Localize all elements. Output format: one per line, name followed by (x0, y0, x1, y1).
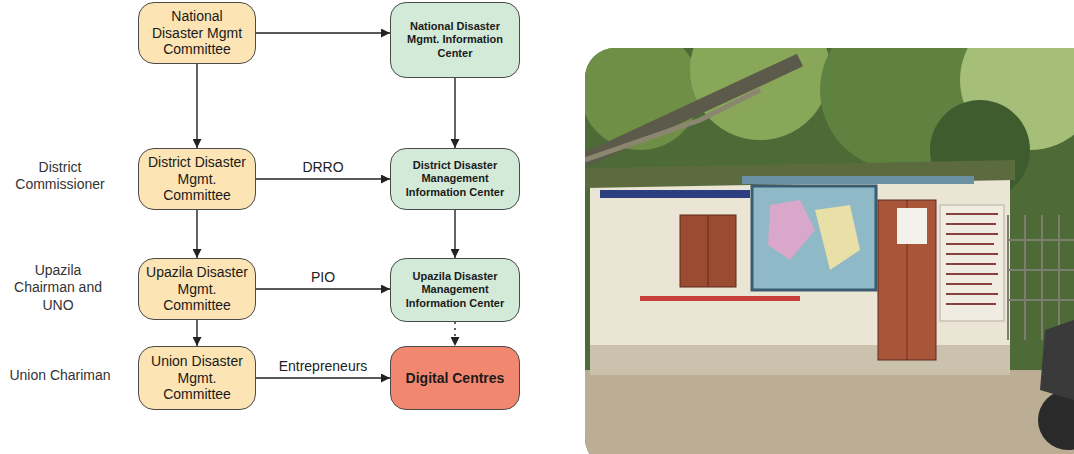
notice-board (752, 186, 876, 290)
building-wall (590, 172, 1010, 375)
role-label: Upazila Chairman and UNO (4, 262, 112, 315)
map-shape (768, 200, 815, 260)
tree-branch (585, 90, 760, 160)
window-split (708, 215, 709, 287)
door-notice (897, 208, 927, 244)
connector-arrow (256, 288, 390, 289)
window-shutter (680, 215, 736, 287)
wall-base (590, 345, 1010, 375)
connector-arrow (196, 320, 197, 346)
node-label: Upazila Disaster Management Information … (396, 270, 514, 310)
edge-label: Entrepreneurs (277, 358, 370, 375)
edge-label: DRRO (300, 159, 345, 176)
role-label: District Commissioner (4, 159, 116, 194)
photo-group (585, 48, 1074, 454)
node-label: Union Disaster Mgmt. Committee (144, 353, 250, 403)
node-label: District Disaster Mgmt. Committee (144, 154, 250, 204)
edge-label: PIO (309, 269, 337, 286)
motorcycle-wheel (1038, 390, 1074, 450)
committee-box: Union Disaster Mgmt. Committee (138, 346, 256, 410)
connector-arrow (256, 32, 390, 33)
role-label: Union Chariman (4, 367, 116, 385)
info-board (940, 205, 1004, 321)
board-text-lines (946, 214, 998, 304)
node-label: Upazila Disaster Mgmt. Committee (144, 264, 250, 314)
node-label: Digital Centres (406, 370, 505, 387)
ground (585, 370, 1074, 454)
connector-arrow (454, 322, 455, 346)
connector-arrow (454, 210, 455, 258)
wall-sign-stroke (600, 190, 750, 198)
connector-arrow (196, 210, 197, 258)
committee-box: National Disaster Mgmt Committee (138, 2, 256, 64)
connector-arrow (256, 377, 390, 378)
node-label: National Disaster Mgmt. Information Cent… (396, 20, 514, 60)
digital-centre-box: Digital Centres (390, 346, 520, 410)
node-label: National Disaster Mgmt Committee (144, 8, 250, 58)
committee-box: District Disaster Mgmt. Committee (138, 148, 256, 210)
information-center-box: National Disaster Mgmt. Information Cent… (390, 2, 520, 78)
tree-branch (585, 60, 800, 160)
motorcycle-body (1040, 320, 1074, 400)
connector-arrow (454, 78, 455, 148)
committee-box: Upazila Disaster Mgmt. Committee (138, 258, 256, 320)
information-center-box: District Disaster Management Information… (390, 148, 520, 210)
gate-grid (1008, 215, 1074, 340)
connector-arrow (256, 178, 390, 179)
awning (742, 176, 974, 184)
connector-arrow (196, 64, 197, 148)
information-center-box: Upazila Disaster Management Information … (390, 258, 520, 322)
mossy-roof (585, 160, 1015, 188)
wall-red-stroke (640, 296, 800, 301)
node-label: District Disaster Management Information… (396, 159, 514, 199)
map-shape (815, 205, 860, 270)
door (878, 200, 936, 360)
